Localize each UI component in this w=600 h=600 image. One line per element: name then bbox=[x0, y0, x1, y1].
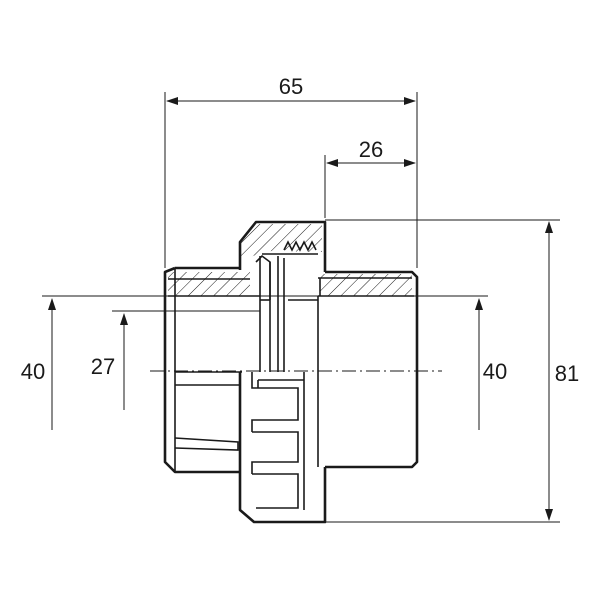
union-body bbox=[163, 220, 419, 524]
dimension-lines bbox=[48, 97, 553, 521]
dimension-labels: 65 26 40 27 40 81 bbox=[21, 74, 579, 386]
dim-label-40-right: 40 bbox=[483, 359, 507, 384]
dim-label-27: 27 bbox=[91, 354, 115, 379]
dim-label-40-left: 40 bbox=[21, 359, 45, 384]
dim-label-65: 65 bbox=[279, 74, 303, 99]
extension-lines bbox=[42, 92, 560, 523]
dim-label-26: 26 bbox=[359, 137, 383, 162]
section-hatching bbox=[168, 224, 412, 296]
dim-label-81: 81 bbox=[555, 361, 579, 386]
